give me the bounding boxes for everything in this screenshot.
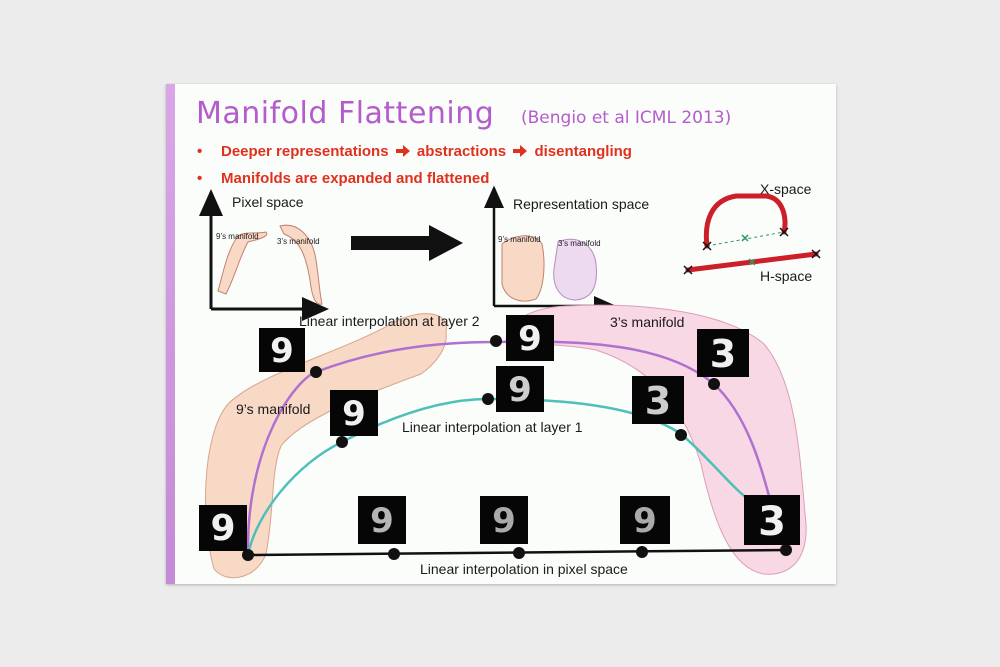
bullet-1-part-c: disentangling [534,143,632,160]
digit-tile-pixel-2: 9 [358,496,406,544]
svg-text:9: 9 [633,501,657,541]
pixel-interpolation-label: Linear interpolation in pixel space [420,561,628,577]
svg-text:9: 9 [342,394,366,434]
interpolation-diagram: 9 9 3 9 9 [199,304,807,579]
svg-text:9: 9 [508,370,532,410]
digit-tile-pixel-3: 9 [480,496,528,544]
x-space-label: X-space [760,181,812,197]
manifold-diagram: Pixel space 9’s manifold 3’s manifold Re… [199,181,821,579]
rep-9-manifold-label: 9’s manifold [498,235,541,244]
svg-text:3: 3 [758,499,786,545]
pixel-3-manifold-label: 3’s manifold [277,237,320,246]
x-space-chord [706,231,785,247]
rep-space-title: Representation space [513,196,649,212]
svg-text:9: 9 [370,501,394,541]
bullet-dot-icon: • [197,143,203,160]
svg-text:3: 3 [645,379,671,423]
pixel-space-title: Pixel space [232,194,304,210]
svg-text:9: 9 [492,501,516,541]
manifold-9-label: 9’s manifold [236,401,310,417]
digit-tile-layer1-start: 9 [330,390,378,436]
bullet-list: • Deeper representations abstractions di… [194,142,632,196]
layer1-label: Linear interpolation at layer 1 [402,419,583,435]
xh-space-inset: X-space H-space [683,181,821,284]
digit-tile-pixel-1: 9 [199,505,247,551]
svg-text:9: 9 [518,319,542,359]
svg-text:9: 9 [210,508,235,549]
digit-tile-layer1-mid: 9 [496,366,544,412]
bullet-1-part-a: Deeper representations [221,143,389,160]
bullet-dot-icon: • [197,170,203,187]
digit-tile-pixel-5: 3 [744,495,800,545]
interpolation-points [242,335,792,561]
h-space-label: H-space [760,268,812,284]
pixel-9-manifold-label: 9’s manifold [216,232,259,241]
inset-midpoint-marks [741,234,756,266]
bullet-item: • Deeper representations abstractions di… [194,142,632,169]
pixel-space-panel: Pixel space 9’s manifold 3’s manifold [199,189,329,321]
bullet-1-part-b: abstractions [416,143,507,160]
rep-3-manifold-shape [553,238,597,301]
right-arrow-icon [395,142,410,162]
slide: Pixel space 9’s manifold 3’s manifold Re… [166,84,836,584]
manifold-3-label: 3’s manifold [610,314,684,330]
slide-accent-bar [166,84,175,584]
slide-title: Manifold Flattening [196,96,495,131]
inset-cross-marks [683,227,821,275]
digit-tiles: 9 9 3 9 9 [199,315,800,551]
x-space-curve [703,193,788,249]
representation-space-panel: Representation space 9’s manifold 3’s ma… [484,185,649,316]
digit-tile-layer2-mid: 9 [506,315,554,361]
bullet-2-text: Manifolds are expanded and flattened [221,170,490,187]
bullet-item: • Manifolds are expanded and flattened [194,169,632,196]
svg-text:9: 9 [270,331,294,371]
pixel-9-manifold-shape [217,231,268,295]
layer2-label: Linear interpolation at layer 2 [299,313,480,329]
digit-tile-layer1-end: 3 [632,376,684,424]
svg-text:3: 3 [710,332,736,376]
slide-subtitle: (Bengio et al ICML 2013) [521,108,732,128]
digit-tile-layer2-end: 3 [697,329,749,377]
digit-tile-pixel-4: 9 [620,496,670,544]
right-arrow-icon [513,142,528,162]
rep-3-manifold-label: 3’s manifold [558,239,601,248]
transform-arrow [351,225,463,261]
rep-9-manifold-shape [501,235,545,302]
digit-tile-layer2-start: 9 [259,328,305,372]
pixel-3-manifold-shape [279,224,323,305]
